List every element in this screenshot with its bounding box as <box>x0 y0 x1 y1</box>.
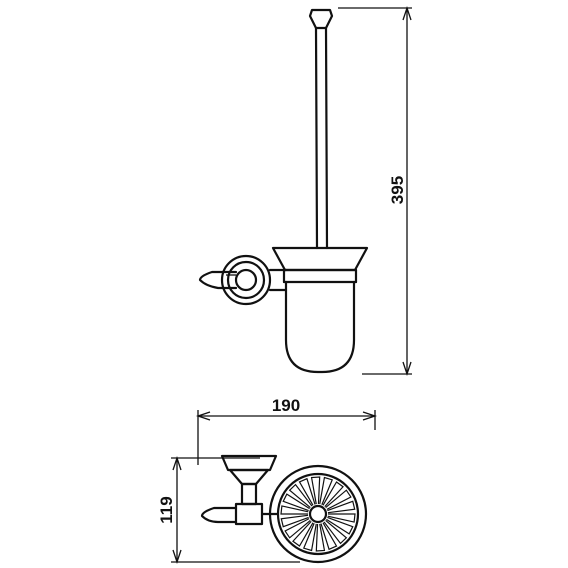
bristle-spoke <box>327 500 356 514</box>
bristle-spoke <box>319 476 334 505</box>
brush-handle <box>308 8 334 250</box>
bristle-pattern <box>280 476 356 552</box>
bristle-spoke <box>325 489 352 510</box>
bristle-spoke <box>288 483 313 509</box>
brush-cup <box>271 246 369 374</box>
bristle-spoke <box>282 493 310 512</box>
front-view: 395 <box>198 5 412 377</box>
bristle-spoke <box>323 519 348 545</box>
width-dimension: 190 <box>195 396 378 465</box>
bristle-spoke <box>280 514 309 528</box>
bristle-spoke <box>310 476 321 505</box>
bristle-spoke <box>315 523 326 552</box>
bristle-spoke <box>322 481 344 508</box>
bristle-spoke <box>320 522 338 551</box>
wall-bracket-top <box>200 454 280 526</box>
wall-bracket-front <box>198 254 288 306</box>
bristle-spoke <box>327 513 356 523</box>
height-dimension-label: 395 <box>388 176 407 204</box>
bristle-spoke <box>302 523 317 552</box>
depth-dimension-label: 119 <box>157 496 176 523</box>
depth-dimension: 119 <box>157 455 300 565</box>
bristle-spoke <box>326 516 354 535</box>
top-view: 190 119 <box>157 396 378 565</box>
holder-ring-top <box>268 464 368 564</box>
width-dimension-label: 190 <box>272 396 300 415</box>
height-dimension: 395 <box>338 5 412 377</box>
bristle-spoke <box>280 505 309 515</box>
bristle-spoke <box>292 520 314 547</box>
bristle-spoke <box>284 518 311 539</box>
bristle-spoke <box>298 477 316 506</box>
